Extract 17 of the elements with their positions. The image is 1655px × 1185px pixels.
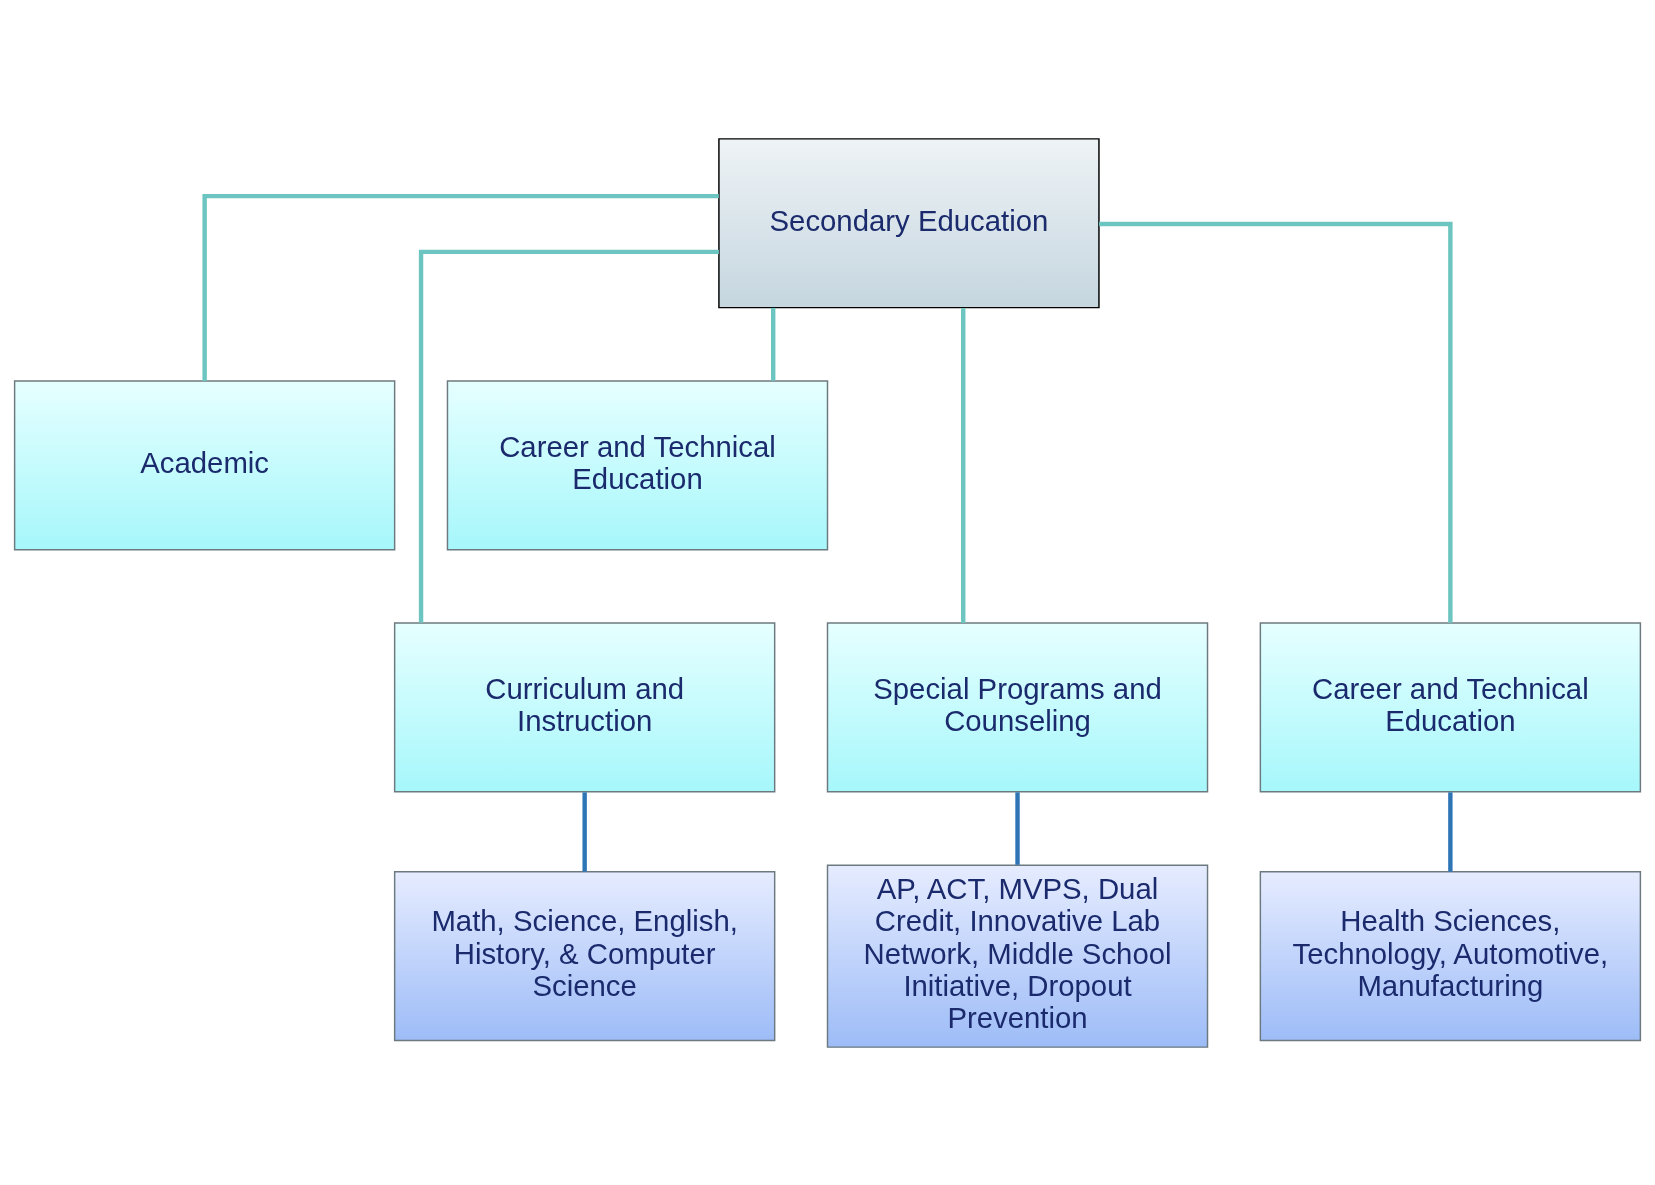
connector bbox=[1099, 221, 1453, 623]
node-box: AP, ACT, MVPS, Dual Credit, Innovative Lab Network, Middle School Initiative, Dropout Prevention bbox=[826, 863, 1209, 1048]
node-box: Curriculum and Instruction bbox=[393, 621, 776, 793]
node-box: Health Sciences, Technology, Automotive, Manufacturing bbox=[1259, 870, 1642, 1041]
connector bbox=[582, 791, 587, 872]
connector bbox=[418, 249, 719, 623]
node-box: Secondary Education bbox=[718, 137, 1100, 308]
connector bbox=[1015, 791, 1020, 865]
node-box: Special Programs and Counseling bbox=[826, 621, 1209, 793]
connector bbox=[202, 193, 719, 381]
node-box: Academic bbox=[13, 379, 396, 550]
connector bbox=[1448, 791, 1453, 872]
connector bbox=[771, 307, 776, 381]
node-box: Math, Science, English, History, & Computer Science bbox=[393, 870, 776, 1041]
connector bbox=[961, 307, 966, 623]
node-box: Career and Technical Education bbox=[446, 379, 829, 550]
node-box: Career and Technical Education bbox=[1259, 621, 1642, 793]
